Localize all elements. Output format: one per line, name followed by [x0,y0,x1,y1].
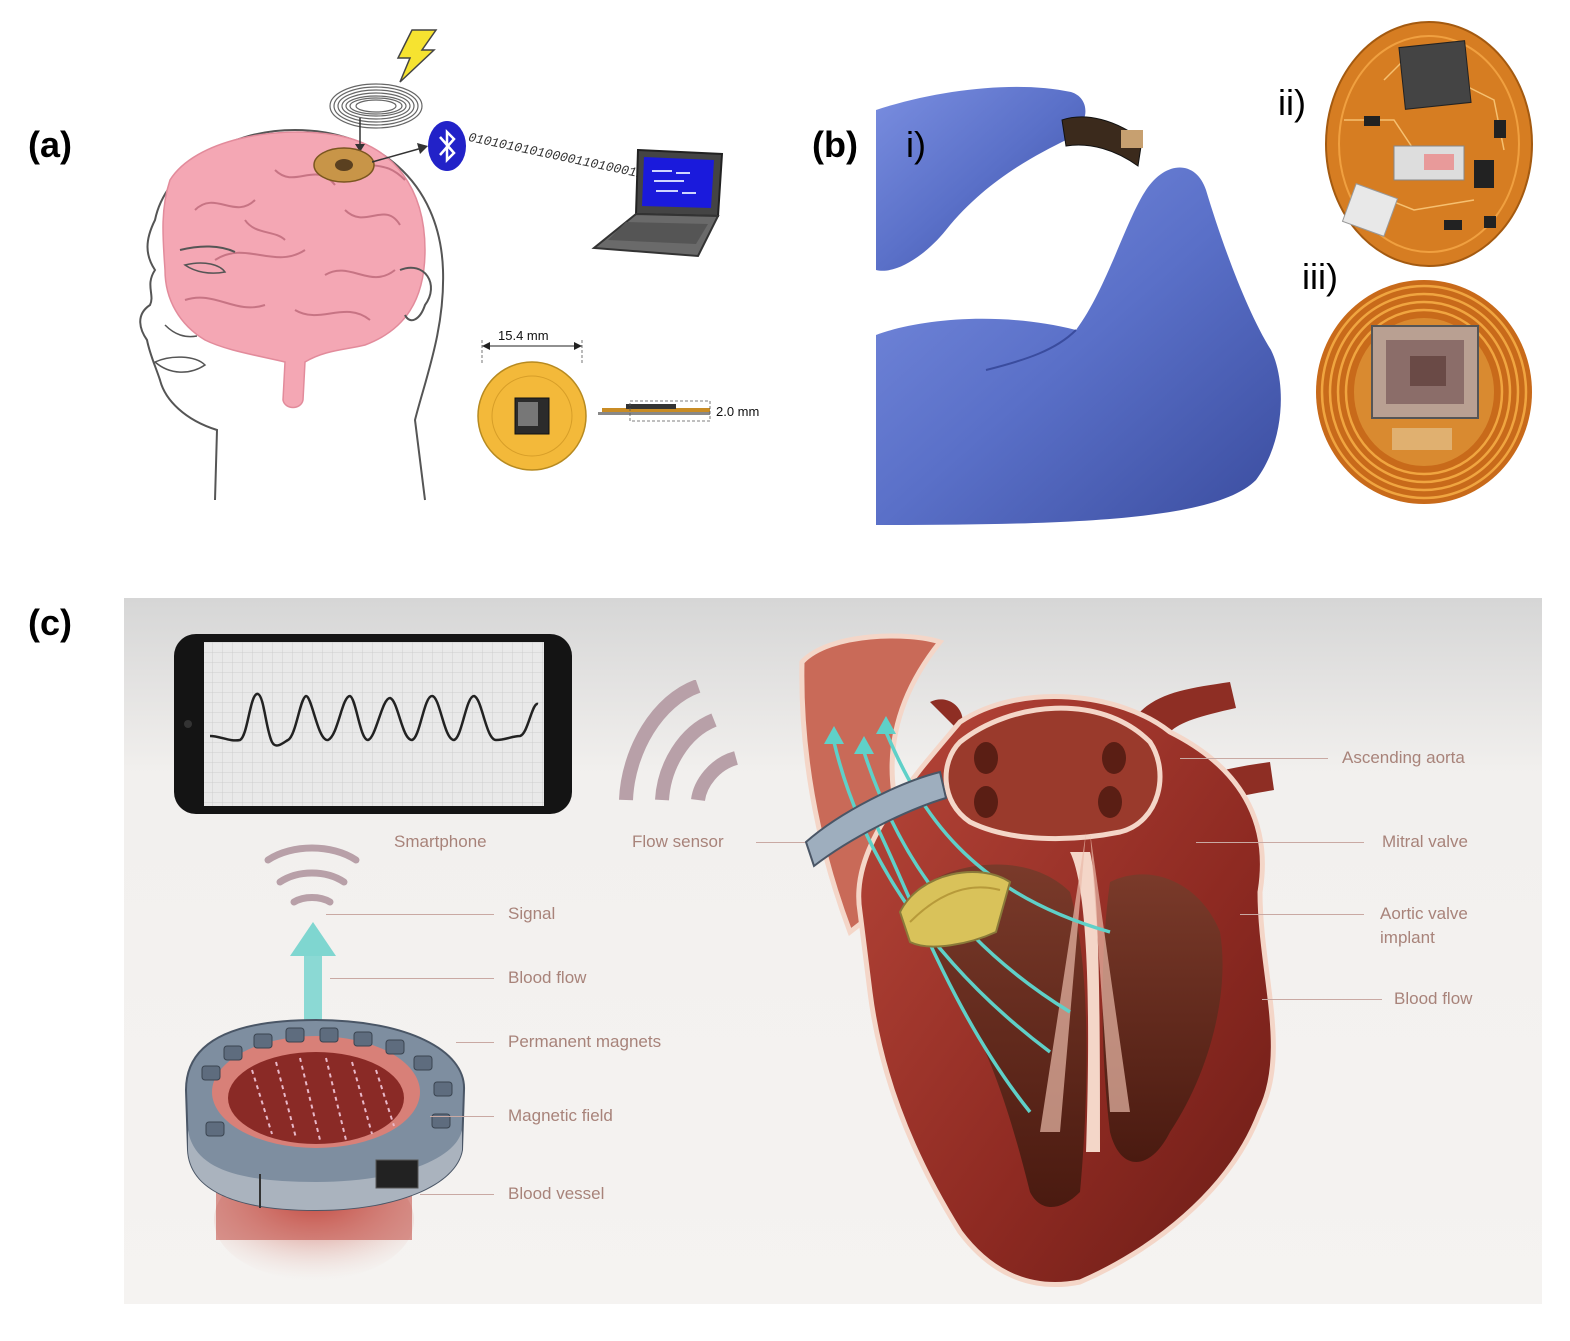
signal-label: Signal [508,904,556,923]
smartphone-label: Smartphone [394,832,487,851]
width-dimension-label: 15.4 mm [498,328,549,343]
panel-b-label: (b) [812,124,858,165]
heart-cross-section [799,633,1276,1288]
blood-vessel-label: Blood vessel [508,1184,605,1203]
mitral-valve-label: Mitral valve [1382,832,1468,851]
wireless-coil-icon [329,83,423,129]
pcb-coil-photo [1316,280,1532,504]
panel-a-label: (a) [28,124,72,165]
gloved-hand-photo [876,80,1286,525]
arrow-right-icon [372,143,428,163]
magnetic-field-label: Magnetic field [508,1106,613,1125]
permanent-magnets-label: Permanent magnets [508,1032,662,1051]
lightning-icon [396,29,438,83]
blood-vessel-leader [420,1194,494,1195]
aortic-valve-leader [1240,914,1364,915]
arrow-down-icon [355,118,365,152]
sub-label-i: i) [906,124,926,165]
smartphone-icon [174,634,572,814]
pcb-circuit-photo [1325,21,1533,267]
panel-c-label: (c) [28,602,72,643]
blood-flow-leader-left [330,978,494,979]
sub-label-ii: ii) [1278,82,1306,123]
ascending-aorta-leader [1180,758,1328,759]
aortic-valve-label-line1: Aortic valve [1380,904,1468,923]
brain-implant-icon [313,147,375,183]
magnetic-field-leader [430,1116,494,1117]
signal-leader [326,914,494,915]
width-dimension-arrow [481,340,583,364]
permanent-magnets-leader [456,1042,494,1043]
implant-top-view [477,361,587,471]
head-brain-illustration [139,128,445,501]
bluetooth-icon [428,121,466,171]
blood-flow-label-right: Blood flow [1394,989,1473,1008]
aortic-valve-label-line2: implant [1380,928,1435,947]
sub-label-iii: iii) [1302,256,1338,297]
implant-side-view [598,400,711,422]
blood-flow-label-left: Blood flow [508,968,587,987]
flow-sensor-leader [756,842,808,843]
signal-waves-icon [264,844,360,906]
wireless-arcs-icon [619,680,739,802]
laptop-icon [591,148,724,258]
flow-sensor-label: Flow sensor [632,832,724,851]
ascending-aorta-label: Ascending aorta [1342,748,1465,767]
flow-sensor-ring [184,1018,466,1280]
mitral-valve-leader [1196,842,1364,843]
thickness-dimension-label: 2.0 mm [716,404,760,419]
blood-flow-leader-right [1262,999,1382,1000]
